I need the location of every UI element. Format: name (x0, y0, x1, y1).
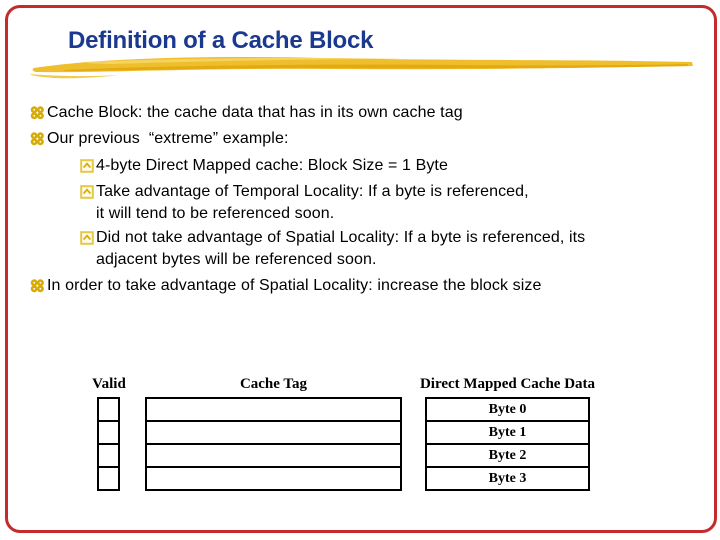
caret-box-icon (80, 159, 94, 178)
bullet-text: it will tend to be referenced soon. (96, 205, 335, 222)
clover-rings-icon (30, 106, 45, 125)
bullet-text: Did not take advantage of Spatial Locali… (96, 229, 586, 246)
bullet-line-continuation: it will tend to be referenced soon. (96, 205, 334, 223)
bullet-line-continuation: adjacent bytes will be referenced soon. (96, 251, 377, 269)
cache-tag-cell (147, 422, 400, 445)
clover-rings-icon (30, 279, 45, 298)
page-title: Definition of a Cache Block (68, 27, 374, 54)
bullet-line: Our previous “extreme” example: (30, 130, 289, 149)
valid-cell (99, 445, 118, 468)
byte-cell: Byte 0 (427, 399, 588, 422)
bullet-text: In order to take advantage of Spatial Lo… (47, 277, 542, 294)
clover-rings-icon (30, 132, 45, 151)
byte-cell: Byte 2 (427, 445, 588, 468)
byte-cell: Byte 1 (427, 422, 588, 445)
bullet-text: Cache Block: the cache data that has in … (47, 104, 463, 121)
valid-cell (99, 399, 118, 422)
cache-tag-cell (147, 468, 400, 489)
brush-stroke-underline (30, 57, 694, 79)
bullet-line: Did not take advantage of Spatial Locali… (80, 229, 585, 248)
bullet-line: 4-byte Direct Mapped cache: Block Size =… (80, 157, 448, 176)
bullet-line: In order to take advantage of Spatial Lo… (30, 277, 542, 296)
caret-box-icon (80, 185, 94, 204)
bullet-text: Our previous “extreme” example: (47, 130, 289, 147)
valid-cell (99, 422, 118, 445)
valid-column-label: Valid (92, 376, 126, 392)
cache-data-table: Byte 0 Byte 1 Byte 2 Byte 3 (425, 397, 590, 491)
bullet-text: Take advantage of Temporal Locality: If … (96, 183, 529, 200)
bullet-text: 4-byte Direct Mapped cache: Block Size =… (96, 157, 448, 174)
valid-bit-column (97, 397, 120, 491)
bullet-line: Cache Block: the cache data that has in … (30, 104, 463, 123)
cache-tag-label: Cache Tag (239, 376, 308, 392)
caret-box-icon (80, 231, 94, 250)
cache-tag-cell (147, 445, 400, 468)
valid-cell (99, 468, 118, 489)
cache-tag-cell (147, 399, 400, 422)
cache-data-label: Direct Mapped Cache Data (419, 376, 596, 392)
byte-cell: Byte 3 (488, 470, 527, 486)
cache-tag-table (145, 397, 402, 491)
bullet-line: Take advantage of Temporal Locality: If … (80, 183, 529, 202)
bullet-text: adjacent bytes will be referenced soon. (96, 251, 377, 268)
